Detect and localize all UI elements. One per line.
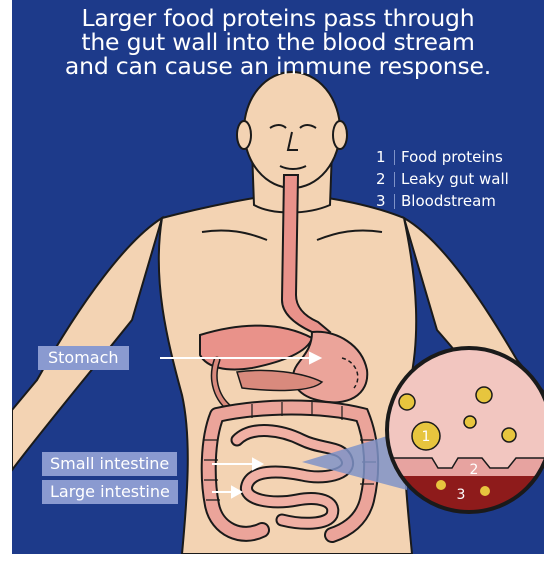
blood-protein-1 bbox=[436, 480, 446, 490]
protein-1 bbox=[399, 394, 415, 410]
title-line-1: Larger food proteins pass through bbox=[12, 6, 544, 30]
legend-divider bbox=[394, 194, 395, 209]
legend: 1 Food proteins 2 Leaky gut wall 3 Blood… bbox=[376, 146, 509, 212]
inset-marker-3: 3 bbox=[457, 487, 466, 503]
inset-marker-2: 2 bbox=[470, 462, 479, 478]
left-arm bbox=[12, 218, 162, 470]
legend-number: 3 bbox=[376, 192, 388, 210]
legend-label: Leaky gut wall bbox=[401, 170, 509, 188]
protein-3 bbox=[464, 416, 476, 428]
title-line-2: the gut wall into the blood stream bbox=[12, 30, 544, 54]
legend-label: Bloodstream bbox=[401, 192, 496, 210]
left-ear bbox=[237, 121, 251, 149]
legend-divider bbox=[394, 150, 395, 165]
legend-number: 1 bbox=[376, 148, 388, 166]
protein-2 bbox=[476, 387, 492, 403]
legend-item: 2 Leaky gut wall bbox=[376, 168, 509, 190]
legend-label: Food proteins bbox=[401, 148, 503, 166]
diagram-frame: 1 2 3 Larger food proteins pass through … bbox=[12, 0, 544, 554]
title-line-3: and can cause an immune response. bbox=[12, 54, 544, 78]
legend-number: 2 bbox=[376, 170, 388, 188]
head bbox=[244, 72, 340, 188]
inset-marker-1: 1 bbox=[422, 429, 431, 445]
protein-4 bbox=[502, 428, 516, 442]
legend-item: 1 Food proteins bbox=[376, 146, 509, 168]
right-ear bbox=[333, 121, 347, 149]
blood-protein-2 bbox=[480, 486, 490, 496]
small-intestine-label: Small intestine bbox=[42, 452, 177, 476]
diagram-title: Larger food proteins pass through the gu… bbox=[12, 6, 544, 78]
legend-divider bbox=[394, 172, 395, 187]
large-intestine-label: Large intestine bbox=[42, 480, 178, 504]
legend-item: 3 Bloodstream bbox=[376, 190, 509, 212]
stomach-label: Stomach bbox=[38, 346, 129, 370]
